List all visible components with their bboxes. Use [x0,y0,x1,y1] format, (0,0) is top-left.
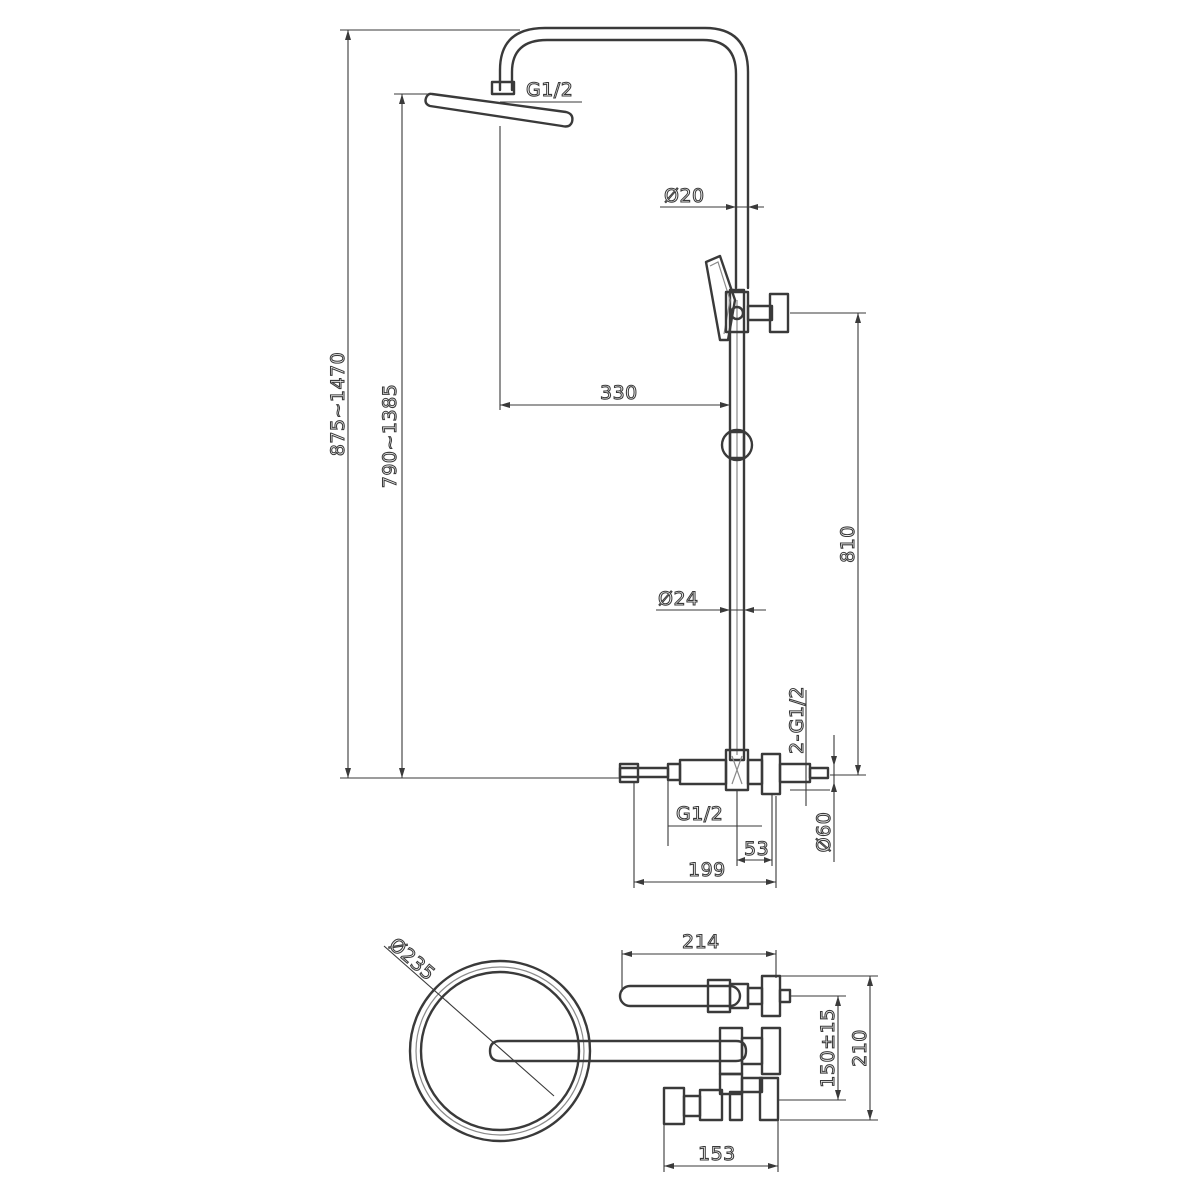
lower-riser-pipe [728,288,746,762]
dimension-inlet-spacing: 150±15 [778,995,846,1101]
label-spout-projection: 199 [688,859,726,881]
dimension-inlet-thread: 2-G1/2 [785,685,830,806]
dimension-spout-projection: 199 [633,782,777,888]
dimension-head-diameter: Ø235 [383,933,555,1097]
rain-shower-head [424,80,574,128]
label-head-height: 790~1385 [379,384,401,489]
dimension-mixer-depth: 210 [780,975,878,1121]
front-view: 875~1470 790~1385 G1/2 330 Ø [326,26,866,888]
label-outlet-thread: G1/2 [676,803,723,825]
label-arm-reach: 330 [600,382,638,404]
dimension-center-offset: 53 [736,790,773,866]
label-escutcheon-diameter: Ø60 [813,812,835,853]
label-inlet-spacing: 150±15 [817,1008,839,1087]
label-upper-pipe-diameter: Ø20 [664,185,705,207]
top-view: Ø235 214 210 150±15 [383,930,878,1172]
upper-riser-pipe-inner [510,38,738,290]
diverter-valve [724,290,790,334]
dimension-upper-pipe-diameter: Ø20 [660,184,764,210]
label-mixer-depth: 210 [849,1029,871,1067]
shower-arm-top [488,1039,748,1063]
dimension-escutcheon-diameter: Ø60 [812,735,837,862]
rain-shower-head-top [408,959,592,1143]
dimension-arm-reach: 330 [499,126,730,410]
label-slider-span: 810 [837,525,859,563]
dimension-mixer-width: 214 [621,930,777,992]
label-overall-height: 875~1470 [327,352,349,457]
label-lower-pipe-diameter: Ø24 [658,588,699,610]
dimension-lower-pipe-diameter: Ø24 [656,587,766,613]
upper-riser-pipe [498,26,750,290]
dimension-slider-span: 810 [790,312,866,776]
label-spout-width: 153 [698,1143,736,1165]
dimension-overall-height: 875~1470 [326,29,620,779]
mixer-body-top [618,974,792,1126]
slide-holder [720,428,754,462]
label-head-thread: G1/2 [526,79,573,101]
thermostatic-mixer [618,748,830,796]
dimension-head-thread: G1/2 [500,78,582,103]
label-center-offset: 53 [744,838,769,860]
dimension-outlet-thread: G1/2 [667,780,762,846]
label-head-diameter: Ø235 [385,934,440,986]
label-mixer-width: 214 [682,931,720,953]
label-inlet-thread: 2-G1/2 [786,686,808,754]
dimension-spout-width: 153 [663,1120,779,1172]
dimension-head-height: 790~1385 [378,93,430,778]
